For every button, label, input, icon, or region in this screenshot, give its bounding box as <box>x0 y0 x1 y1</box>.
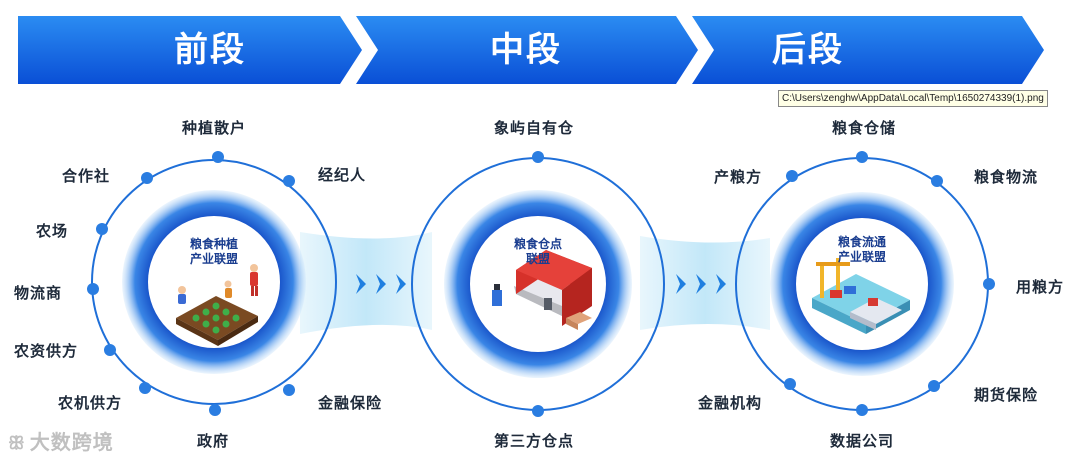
hub-planting <box>91 159 337 405</box>
node-dot <box>209 404 221 416</box>
node-label: 粮食物流 <box>974 168 1039 186</box>
node-dot <box>786 170 798 182</box>
alliance-diagram <box>87 151 995 417</box>
node-dot <box>212 151 224 163</box>
node-label: 经纪人 <box>318 166 367 184</box>
node-dot <box>928 380 940 392</box>
node-dot <box>784 378 796 390</box>
watermark-text: 大数跨境 <box>29 430 114 454</box>
hub-title-planting: 粮食种植 产业联盟 <box>189 237 238 266</box>
node-label: 粮食仓储 <box>832 119 897 137</box>
node-dot <box>283 175 295 187</box>
node-dot <box>104 344 116 356</box>
node-dot <box>96 223 108 235</box>
stage-arrow-back <box>692 16 1044 84</box>
node-label: 象屿自有仓 <box>494 119 575 137</box>
node-label: 数据公司 <box>830 432 895 450</box>
hub-title-warehouse: 粮食仓点 联盟 <box>513 237 562 266</box>
file-path-tooltip: C:\Users\zenghw\AppData\Local\Temp\16502… <box>778 90 1048 107</box>
node-label: 用粮方 <box>1016 278 1065 296</box>
node-label: 金融保险 <box>318 394 383 412</box>
node-dot <box>87 283 99 295</box>
node-label: 期货保险 <box>974 386 1039 404</box>
stage-arrow-middle <box>356 16 698 84</box>
node-label: 农场 <box>36 222 69 240</box>
stage-arrow-front <box>18 16 362 84</box>
node-label: 合作社 <box>62 167 111 185</box>
node-label: 第三方仓点 <box>494 432 575 450</box>
node-label: 产粮方 <box>714 168 763 186</box>
node-dot <box>856 151 868 163</box>
stage-label-front: 前段 <box>174 30 246 70</box>
chevron-right-icon <box>676 274 686 294</box>
node-dot <box>983 278 995 290</box>
node-label: 物流商 <box>14 284 63 302</box>
node-dot <box>141 172 153 184</box>
stage-label-middle: 中段 <box>490 30 562 70</box>
node-label: 农资供方 <box>14 342 79 360</box>
port-ship-icon <box>812 258 910 334</box>
chevron-right-icon <box>356 274 366 294</box>
node-label: 金融机构 <box>698 394 763 412</box>
node-dot <box>283 384 295 396</box>
node-dot <box>139 382 151 394</box>
node-dot <box>931 175 943 187</box>
farming-scene-icon <box>176 264 258 346</box>
chevron-right-icon <box>376 274 386 294</box>
paw-logo-icon: ꕥ <box>8 433 26 454</box>
node-dot <box>532 151 544 163</box>
node-dot <box>532 405 544 417</box>
node-label: 种植散户 <box>182 119 247 137</box>
hub-title-circulation: 粮食流通 产业联盟 <box>837 235 886 264</box>
chevron-right-icon <box>696 274 706 294</box>
node-label: 农机供方 <box>58 394 123 412</box>
chevron-right-icon <box>396 274 406 294</box>
warehouse-icon <box>492 250 592 330</box>
chevron-right-icon <box>716 274 726 294</box>
stage-label-back: 后段 <box>772 30 844 70</box>
node-dot <box>856 404 868 416</box>
stage-banner <box>18 16 1044 84</box>
node-label: 政府 <box>197 432 230 450</box>
